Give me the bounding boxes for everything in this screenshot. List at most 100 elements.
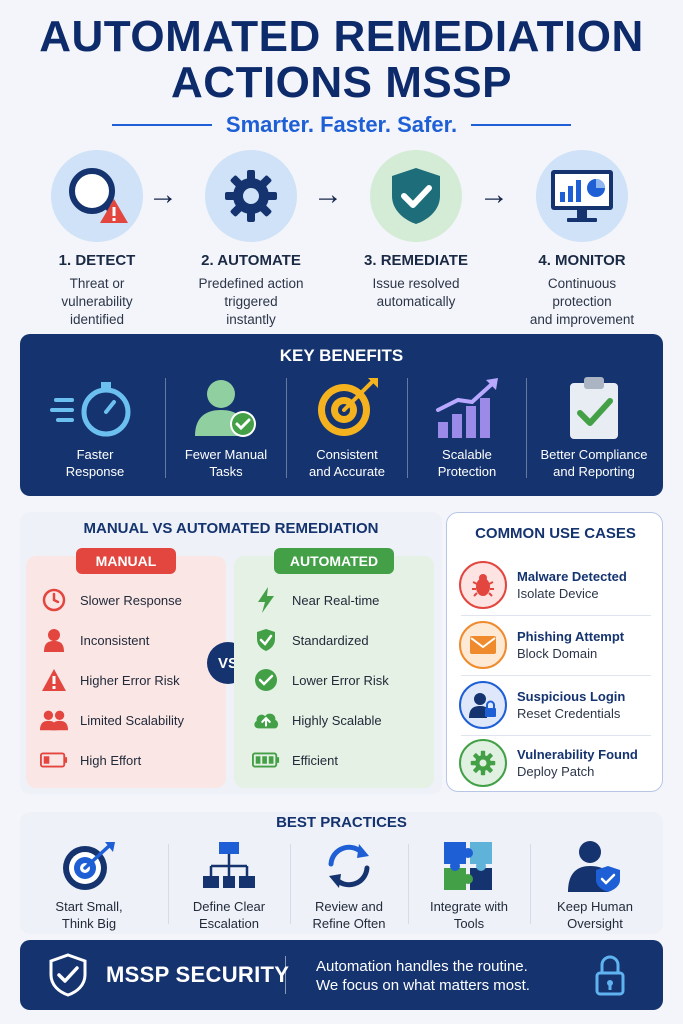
- divider: [408, 844, 409, 924]
- step-desc: Continuous protection and improvement: [529, 276, 635, 327]
- best-practices-panel: BEST PRACTICES Start Small,Think Big Def…: [20, 812, 663, 934]
- divider: [165, 378, 166, 478]
- monitor-chart-icon: [536, 150, 628, 242]
- section-title: MANUAL VS AUTOMATED REMEDIATION: [83, 520, 379, 537]
- battery-low-icon: [40, 752, 68, 768]
- automated-column: AUTOMATED Near Real-time Standardized Lo…: [234, 548, 434, 788]
- gear-icon: [459, 739, 507, 787]
- list-item: Lower Error Risk: [252, 660, 432, 700]
- list-item: Limited Scalability: [40, 700, 220, 740]
- step-title: 1. DETECT: [58, 252, 136, 269]
- manual-column: MANUAL Slower Response Inconsistent High…: [26, 548, 226, 788]
- list-item: High Effort: [40, 740, 220, 780]
- divider: [461, 615, 651, 616]
- battery-full-icon: [252, 752, 280, 768]
- divider: [471, 124, 572, 126]
- user-shield-icon: [568, 840, 622, 892]
- clipboard-check-icon: [564, 374, 624, 442]
- divider: [285, 956, 286, 994]
- step-remediate: 3. REMEDIATE Issue resolved automaticall…: [341, 150, 491, 311]
- shield-check-icon: [370, 150, 462, 242]
- divider: [530, 844, 531, 924]
- step-monitor: 4. MONITOR Continuous protection and imp…: [507, 150, 657, 329]
- use-case-suspicious-login: Suspicious Login Reset Credentials: [459, 677, 653, 733]
- growth-chart-icon: [432, 374, 502, 442]
- divider: [526, 378, 527, 478]
- use-case-phishing: Phishing Attempt Block Domain: [459, 617, 653, 673]
- arrow-right-icon: →: [313, 178, 343, 211]
- divider: [111, 124, 212, 126]
- user-lock-icon: [459, 681, 507, 729]
- use-cases-panel: COMMON USE CASES Malware Detected Isolat…: [446, 512, 663, 792]
- comparison-panel: MANUAL VS AUTOMATED REMEDIATION MANUAL S…: [20, 512, 442, 794]
- divider: [290, 844, 291, 924]
- cloud-upload-icon: [252, 709, 280, 731]
- automated-label: AUTOMATED: [274, 548, 394, 574]
- arrow-right-icon: →: [479, 178, 509, 211]
- step-title: 4. MONITOR: [538, 252, 626, 269]
- arrow-right-icon: →: [148, 178, 178, 211]
- step-automate: 2. AUTOMATE Predefined action triggered …: [176, 150, 326, 329]
- refresh-icon: [323, 840, 375, 892]
- footer-banner: MSSP SECURITY Automation handles the rou…: [20, 940, 663, 1010]
- section-title: KEY BENEFITS: [279, 346, 404, 365]
- step-desc: Threat or vulnerability identified: [61, 276, 133, 327]
- divider: [407, 378, 408, 478]
- warning-icon: [40, 668, 68, 692]
- shield-check-icon: [48, 953, 88, 1002]
- users-icon: [40, 709, 68, 731]
- list-item: Higher Error Risk: [40, 660, 220, 700]
- list-item: Highly Scalable: [252, 700, 432, 740]
- step-title: 2. AUTOMATE: [201, 252, 301, 269]
- divider: [286, 378, 287, 478]
- page-title: AUTOMATED REMEDIATION ACTIONS MSSP: [39, 12, 644, 107]
- user-icon: [40, 628, 68, 652]
- section-title: BEST PRACTICES: [276, 814, 407, 831]
- puzzle-icon: [442, 840, 496, 892]
- user-check-icon: [191, 374, 261, 442]
- brand-name: MSSP SECURITY: [106, 962, 290, 987]
- magnifier-warning-icon: [51, 150, 143, 242]
- list-item: Near Real-time: [252, 580, 432, 620]
- subtitle-row: Smarter. Faster. Safer.: [0, 112, 683, 138]
- use-case-vulnerability: Vulnerability Found Deploy Patch: [459, 735, 653, 791]
- shield-check-icon: [252, 628, 280, 652]
- subtitle: Smarter. Faster. Safer.: [225, 112, 458, 137]
- practice-start-small: Start Small,Think Big: [30, 840, 148, 932]
- use-case-malware: Malware Detected Isolate Device: [459, 557, 653, 613]
- divider: [461, 735, 651, 736]
- target-icon: [312, 374, 382, 442]
- list-item: Standardized: [252, 620, 432, 660]
- flowchart-icon: [201, 840, 257, 892]
- step-desc: Issue resolved automatically: [372, 276, 460, 309]
- divider: [168, 844, 169, 924]
- envelope-icon: [459, 621, 507, 669]
- step-title: 3. REMEDIATE: [364, 252, 468, 269]
- lightning-icon: [252, 587, 280, 613]
- divider: [461, 675, 651, 676]
- step-detect: 1. DETECT Threat or vulnerability identi…: [22, 150, 172, 329]
- section-title: COMMON USE CASES: [475, 525, 636, 542]
- stopwatch-icon: [50, 374, 140, 442]
- manual-label: MANUAL: [76, 548, 176, 574]
- tagline: Automation handles the routine. We focus…: [316, 958, 530, 994]
- list-item: Efficient: [252, 740, 432, 780]
- target-icon: [61, 840, 117, 892]
- list-item: Inconsistent: [40, 620, 220, 660]
- bug-icon: [459, 561, 507, 609]
- list-item: Slower Response: [40, 580, 220, 620]
- clock-icon: [40, 588, 68, 612]
- padlock-icon: [594, 953, 626, 1002]
- gear-icon: [205, 150, 297, 242]
- check-circle-icon: [252, 668, 280, 692]
